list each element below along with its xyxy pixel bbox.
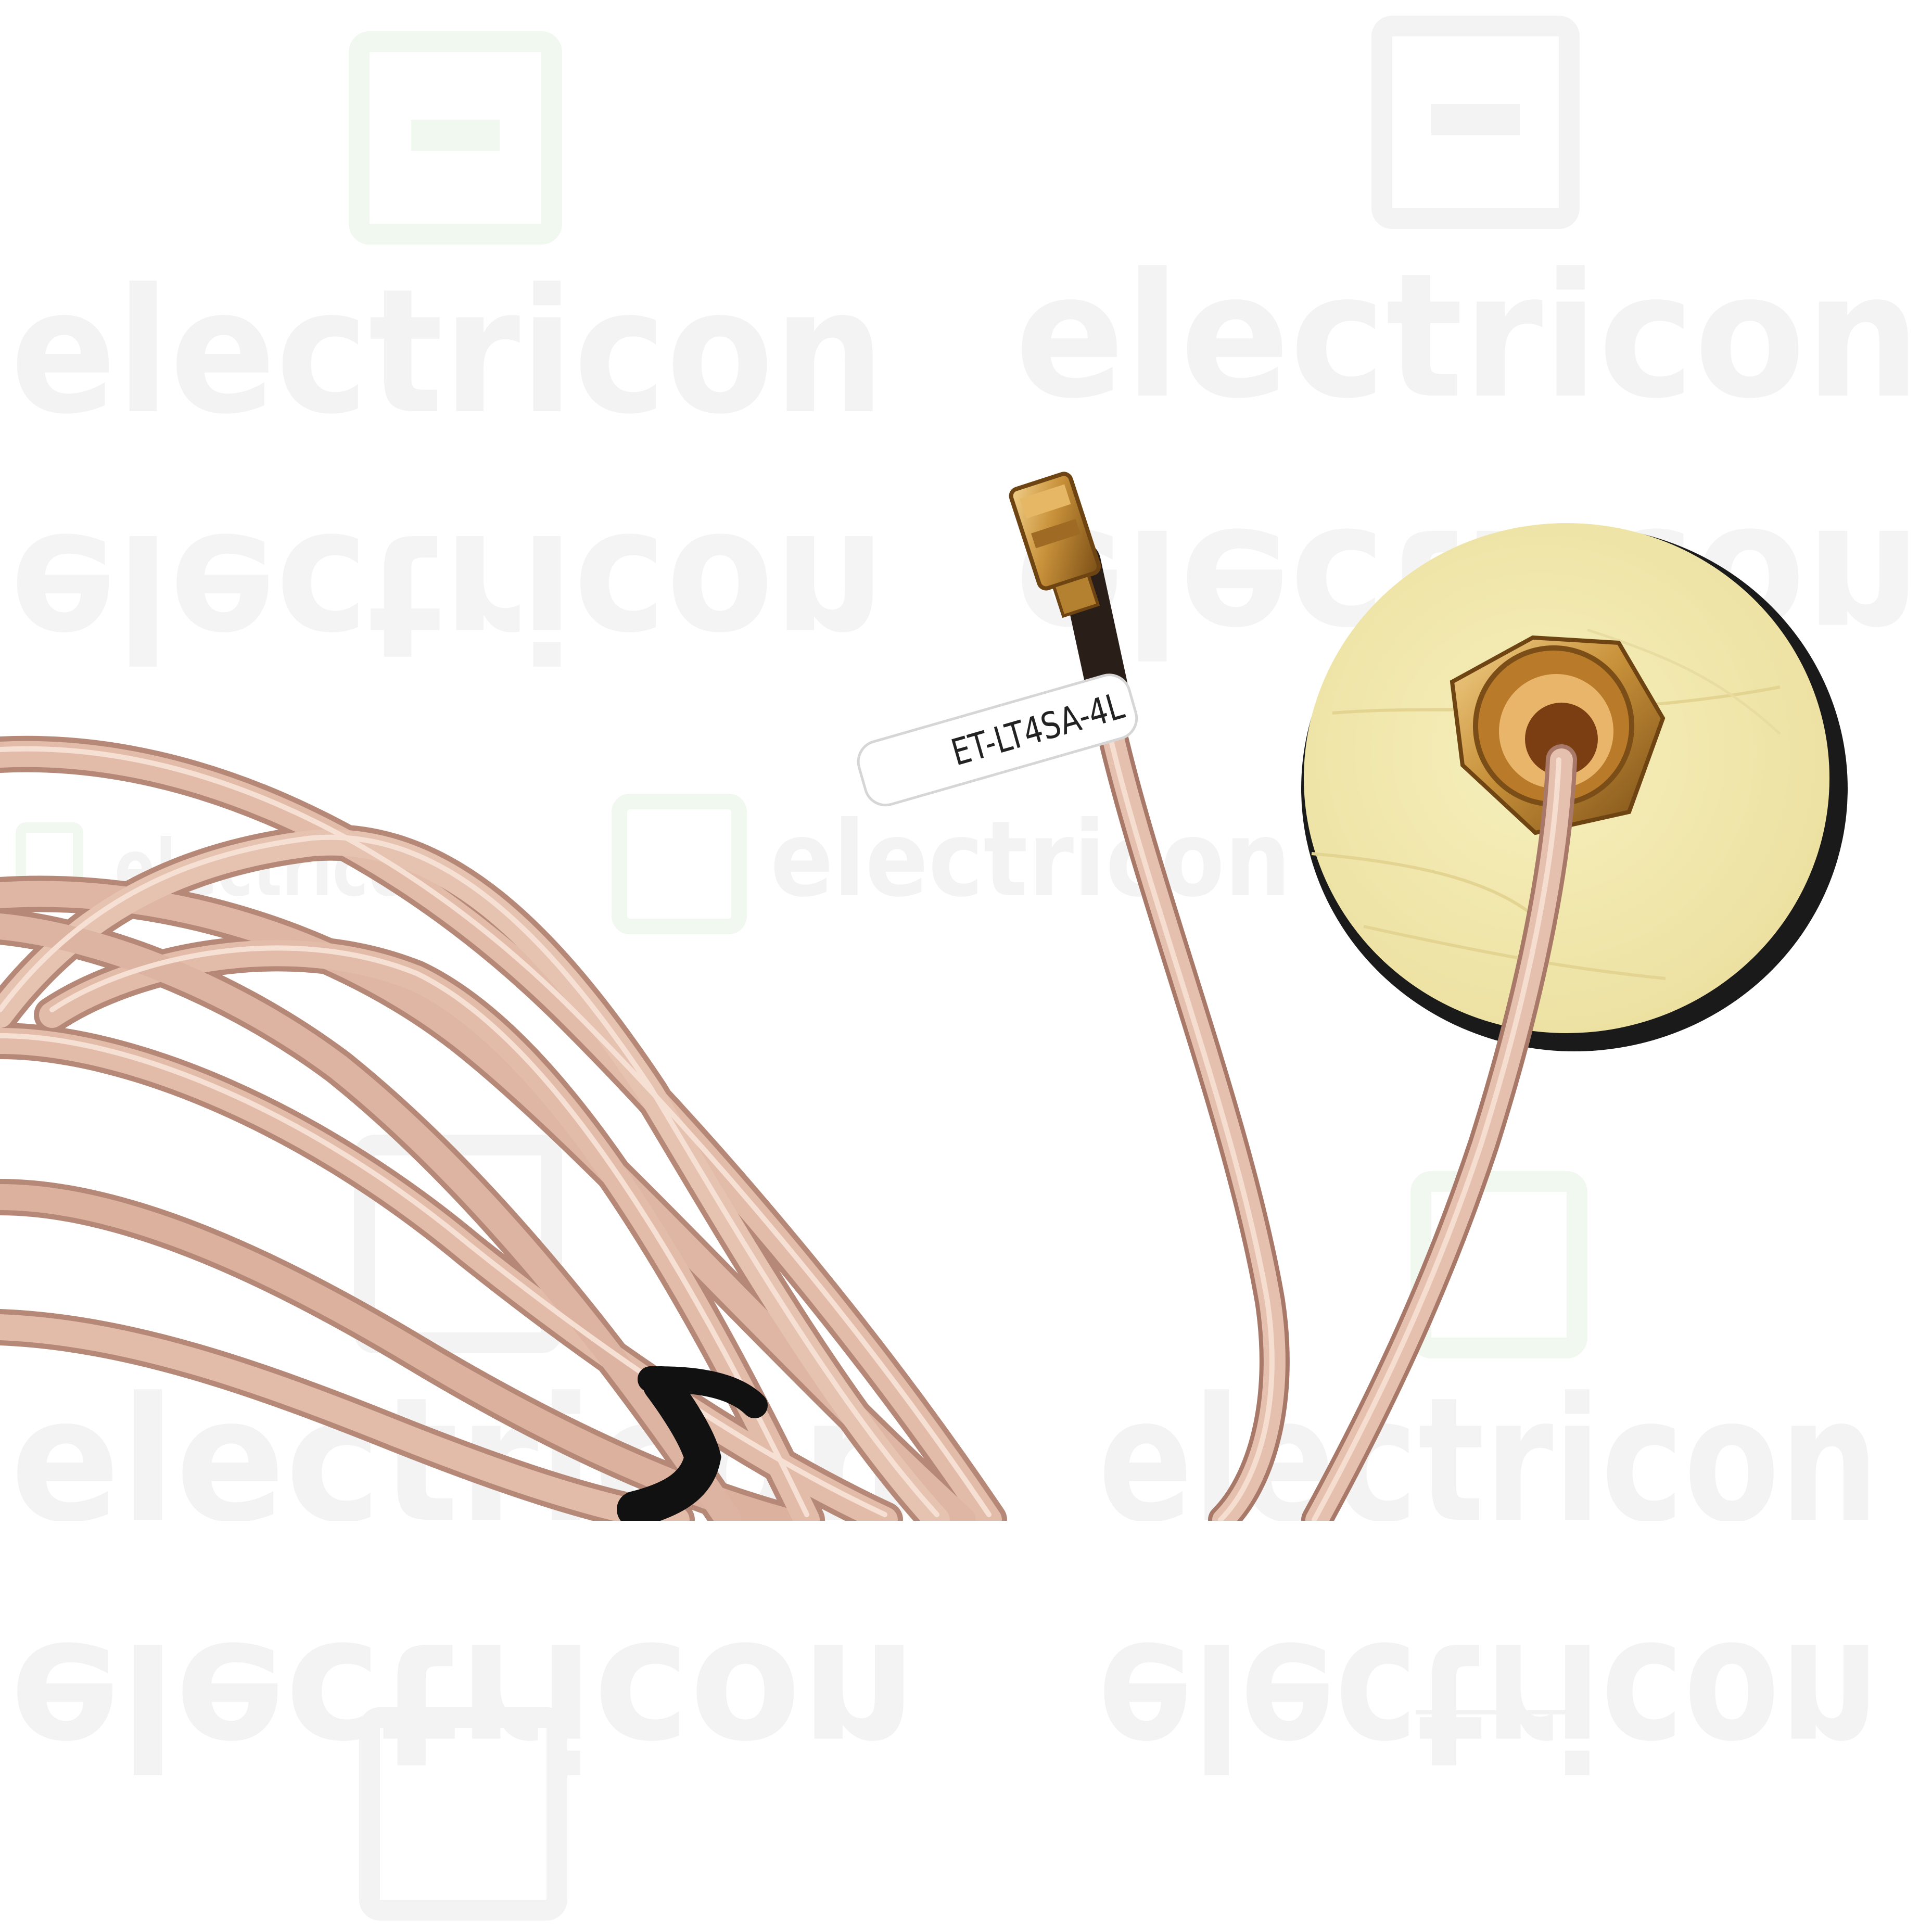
watermark-logo-mid-center [612,794,747,934]
watermark-logo-lower-right [1410,1171,1587,1358]
cable-tie-band [638,1366,768,1418]
watermark-word-1-mirror: electricon [10,495,885,695]
lower-white-area [0,1521,1932,1932]
watermark-word-1: electricon [10,252,885,452]
connector-hole [1525,703,1598,776]
watermark-logo-top-left [349,31,562,245]
sma-connector [1009,472,1101,618]
coiled-cable-bundle [0,735,1007,1538]
cable-tie [617,1366,721,1528]
watermark-word-8: electricon [10,1604,916,1804]
watermark-word-4: electricon [770,799,1291,920]
antenna-cable-right [1301,744,1577,1535]
watermark-word-9: electricon [1098,1604,1879,1804]
watermark-logo-top-right [1371,16,1580,229]
watermark-word-2: electricon [1015,236,1921,436]
watermark-logo-lower-left [354,1135,562,1353]
antenna-cable-center [1009,472,1290,1535]
cable-label-tag: ET-LT4SA-4L [857,673,1138,807]
watermark-layer-lower: electricon electricon [10,1604,1879,1921]
